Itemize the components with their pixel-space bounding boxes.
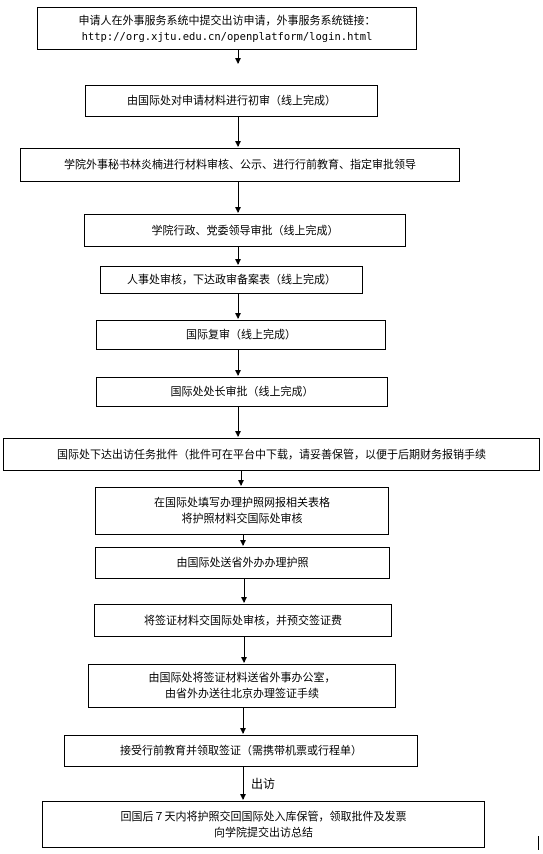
- arrow-4-to-5: [235, 247, 241, 265]
- step-9-passport-forms: 在国际处填写办理护照网报相关表格 将护照材料交国际处审核: [95, 487, 389, 535]
- step-11-text: 将签证材料交国际处审核，并预交签证费: [144, 613, 342, 627]
- arrow-6-to-7: [235, 350, 241, 376]
- arrow-5-to-6: [235, 294, 241, 319]
- step-8-mission-approval: 国际处下达出访任务批件（批件可在平台中下载，请妥善保管，以便于后期财务报销手续: [3, 438, 540, 471]
- step-9-line-2: 将护照材料交国际处审核: [181, 512, 303, 525]
- step-3-college-review: 学院外事秘书林炎楠进行材料审核、公示、进行行前教育、指定审批领导: [20, 148, 460, 182]
- step-1-line-2-url: http://org.xjtu.edu.cn/openplatform/logi…: [81, 30, 373, 43]
- step-5-text: 人事处审核，下达政审备案表（线上完成）: [127, 273, 336, 286]
- step-3-text: 学院外事秘书林炎楠进行材料审核、公示、进行行前教育、指定审批领导: [64, 158, 416, 171]
- step-14-return-procedures: 回国后７天内将护照交回国际处入库保管，领取批件及发票 向学院提交出访总结: [42, 801, 485, 848]
- arrow-10-to-11: [241, 579, 247, 603]
- arrow-7-to-8: [235, 407, 241, 437]
- step-12-visa-processing: 由国际处将签证材料送省外事办公室， 由省外办送往北京办理签证手续: [88, 664, 396, 708]
- step-12-line-1: 由国际处将签证材料送省外事办公室，: [148, 671, 336, 684]
- step-13-text: 接受行前教育并领取签证（需携带机票或行程单）: [120, 744, 362, 757]
- step-1-line-1: 申请人在外事服务系统中提交出访申请，外事服务系统链接：: [78, 13, 376, 27]
- step-13-pre-departure-education: 接受行前教育并领取签证（需携带机票或行程单）: [64, 735, 418, 767]
- arrow-3-to-4: [235, 182, 241, 213]
- step-7-director-approval: 国际处处长审批（线上完成）: [96, 377, 388, 407]
- arrow-12-to-13: [240, 708, 246, 734]
- step-10-text: 由国际处送省外办办理护照: [176, 556, 309, 569]
- arrow-13-to-14: [240, 767, 246, 800]
- step-5-hr-review: 人事处审核，下达政审备案表（线上完成）: [100, 266, 363, 294]
- arrow-8-to-9: [238, 471, 244, 486]
- step-12-line-2: 由省外办送往北京办理签证手续: [165, 687, 319, 700]
- step-4-leadership-approval: 学院行政、党委领导审批（线上完成）: [84, 214, 406, 247]
- step-14-line-2: 向学院提交出访总结: [214, 825, 313, 839]
- step-10-passport-processing: 由国际处送省外办办理护照: [95, 547, 390, 579]
- step-4-text: 学院行政、党委领导审批（线上完成）: [151, 223, 339, 237]
- step-2-text: 由国际处对申请材料进行初审（线上完成）: [127, 94, 336, 107]
- arrow-1-to-2: [235, 50, 241, 64]
- departure-label: 出访: [251, 777, 276, 791]
- step-14-line-1: 回国后７天内将护照交回国际处入库保管，领取批件及发票: [120, 809, 407, 823]
- step-11-visa-materials: 将签证材料交国际处审核，并预交签证费: [94, 604, 392, 637]
- arrow-9-to-10: [240, 535, 246, 546]
- arrow-11-to-12: [241, 637, 247, 663]
- step-2-initial-review: 由国际处对申请材料进行初审（线上完成）: [85, 85, 378, 117]
- step-1-submit-application: 申请人在外事服务系统中提交出访申请，外事服务系统链接： http://org.x…: [37, 7, 417, 50]
- step-6-international-re-review: 国际复审（线上完成）: [96, 320, 386, 350]
- step-8-text: 国际处下达出访任务批件（批件可在平台中下载，请妥善保管，以便于后期财务报销手续: [57, 447, 486, 461]
- step-6-text: 国际复审（线上完成）: [186, 328, 296, 341]
- arrow-2-to-3: [235, 117, 241, 147]
- step-7-text: 国际处处长审批（线上完成）: [170, 385, 314, 398]
- step-9-line-1: 在国际处填写办理护照网报相关表格: [154, 496, 330, 509]
- edge-mark: [538, 836, 539, 850]
